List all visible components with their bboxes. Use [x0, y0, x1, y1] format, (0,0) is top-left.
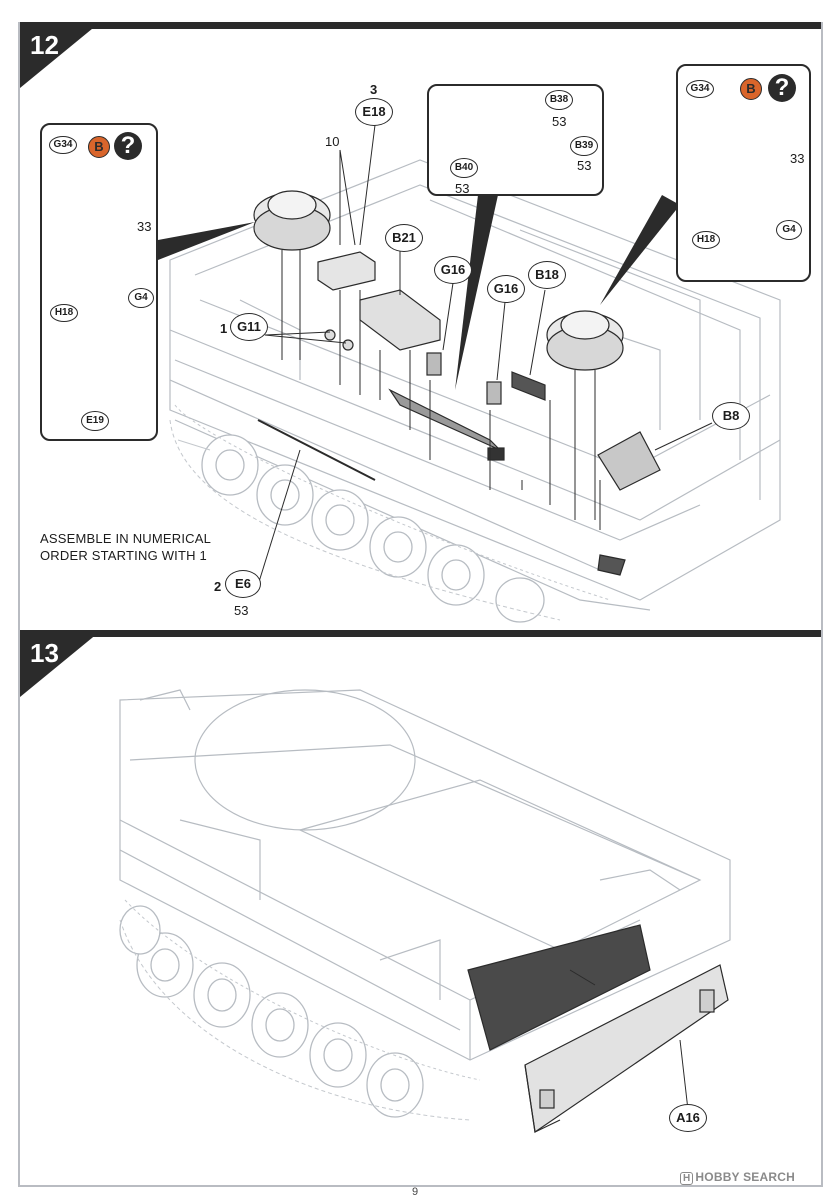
qty-left: 33	[137, 219, 152, 234]
part-label-b8: B8	[712, 402, 750, 430]
order-number-g11: 1	[220, 321, 228, 336]
step12-track	[169, 404, 611, 621]
part-label-h18-left: H18	[50, 304, 78, 322]
qty-b38: 53	[552, 114, 567, 129]
qty-b39: 53	[577, 158, 592, 173]
part-label-b39: B39	[570, 136, 598, 156]
assembly-instruction: ASSEMBLE IN NUMERICAL ORDER STARTING WIT…	[40, 530, 211, 564]
step-12-divider	[20, 22, 821, 29]
part-label-h18-right: H18	[692, 231, 720, 249]
step-12-number: 12	[30, 30, 59, 60]
part-label-g34-right: G34	[686, 80, 714, 98]
help-icon-left: ?	[114, 132, 142, 160]
part-label-a16: A16	[669, 1104, 707, 1132]
part-label-b40: B40	[450, 158, 478, 178]
instruction-line-1: ASSEMBLE IN NUMERICAL	[40, 531, 212, 546]
part-label-e6: E6	[225, 570, 261, 598]
part-label-g34-left: G34	[49, 136, 77, 154]
part-label-e18: E18	[355, 98, 393, 126]
step13-road-wheels	[119, 905, 424, 1118]
part-label-g4-right: G4	[776, 220, 802, 240]
qty-b40: 53	[455, 181, 470, 196]
part-label-g16-b: G16	[487, 275, 525, 303]
step12-parts	[253, 190, 661, 576]
qty-right: 33	[790, 151, 805, 166]
part-label-g16-a: G16	[434, 256, 472, 284]
step12-road-wheels	[201, 434, 545, 623]
order-number-e6: 2	[214, 579, 222, 594]
instruction-line-2: ORDER STARTING WITH 1	[40, 548, 207, 563]
watermark-text: HOBBY SEARCH	[695, 1170, 795, 1184]
watermark-logo-icon: H	[680, 1172, 694, 1185]
paint-badge-left: B	[88, 136, 110, 158]
step13-track	[119, 899, 481, 1121]
step-13-divider	[20, 630, 821, 637]
part-label-b18: B18	[528, 261, 566, 289]
step-13-number: 13	[30, 638, 59, 668]
top-bar-callout	[427, 84, 604, 196]
part-label-g11: G11	[230, 313, 268, 341]
order-number-e18: 3	[370, 82, 378, 97]
part-label-e19: E19	[81, 411, 109, 431]
step13-a16-part	[467, 924, 729, 1134]
page-number: 9	[412, 1186, 419, 1198]
part-label-b21: B21	[385, 224, 423, 252]
part-label-b38: B38	[545, 90, 573, 110]
part-label-g4-left: G4	[128, 288, 154, 308]
paint-badge-right: B	[740, 78, 762, 100]
callout-pointers	[158, 195, 680, 390]
help-icon-right: ?	[768, 74, 796, 102]
step13-leaders	[569, 969, 689, 1111]
left-wheel-callout	[40, 123, 158, 441]
qty-e6: 53	[234, 603, 249, 618]
step12-leaders	[257, 124, 713, 586]
quantity-10: 10	[325, 134, 340, 149]
